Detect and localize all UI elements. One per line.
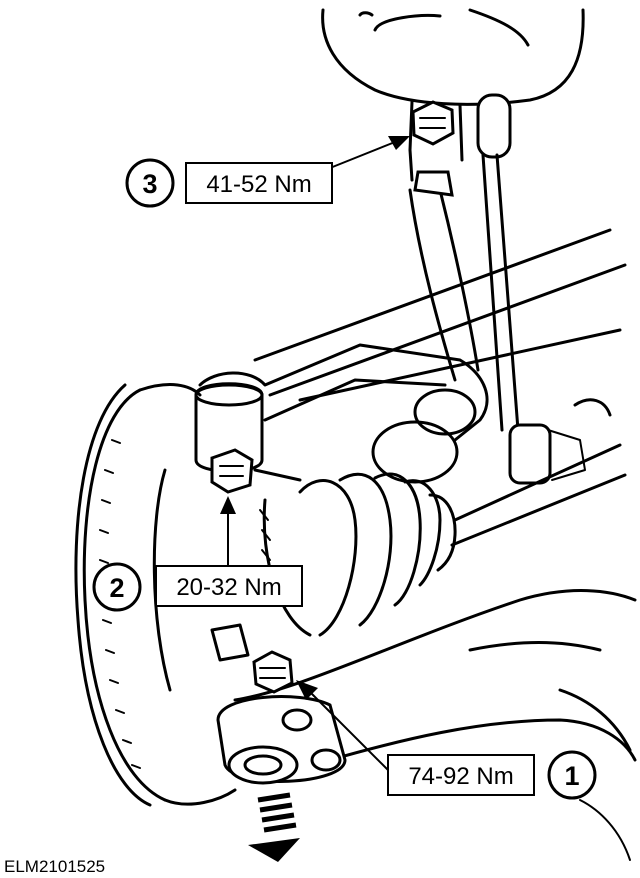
callout-2-torque: 20-32 Nm (176, 574, 281, 601)
ball-joint (210, 623, 347, 785)
stabilizer-link (413, 93, 612, 485)
callout-2-box (155, 565, 303, 607)
direction-arrow (248, 792, 300, 862)
leader-arrow-3 (329, 136, 410, 169)
callout-3-box (185, 162, 333, 204)
callout-1-torque: 74-92 Nm (408, 763, 513, 790)
callout-2-number: 2 (109, 573, 124, 603)
callout-1-box (387, 754, 535, 796)
callout-1-circle (547, 750, 597, 800)
callout-3-torque: 41-52 Nm (206, 171, 311, 198)
callout-1: 74-92 Nm 1 (387, 750, 597, 800)
callout-2: 2 20-32 Nm (92, 562, 303, 612)
steering-knuckle (194, 343, 489, 494)
cv-joint-boot (259, 443, 627, 637)
callout-3: 3 41-52 Nm (125, 158, 333, 208)
callout-3-number: 3 (142, 169, 157, 199)
callout-2-circle (92, 562, 142, 612)
callout-3-circle (125, 158, 175, 208)
brake-disc (74, 383, 237, 807)
lower-control-arm (233, 228, 637, 861)
callout-1-number: 1 (564, 761, 579, 791)
leader-arrow-1 (296, 680, 389, 771)
leader-arrow-2 (220, 496, 236, 567)
reference-code: ELM2101525 (4, 857, 105, 876)
upper-link-bolt (411, 100, 455, 146)
